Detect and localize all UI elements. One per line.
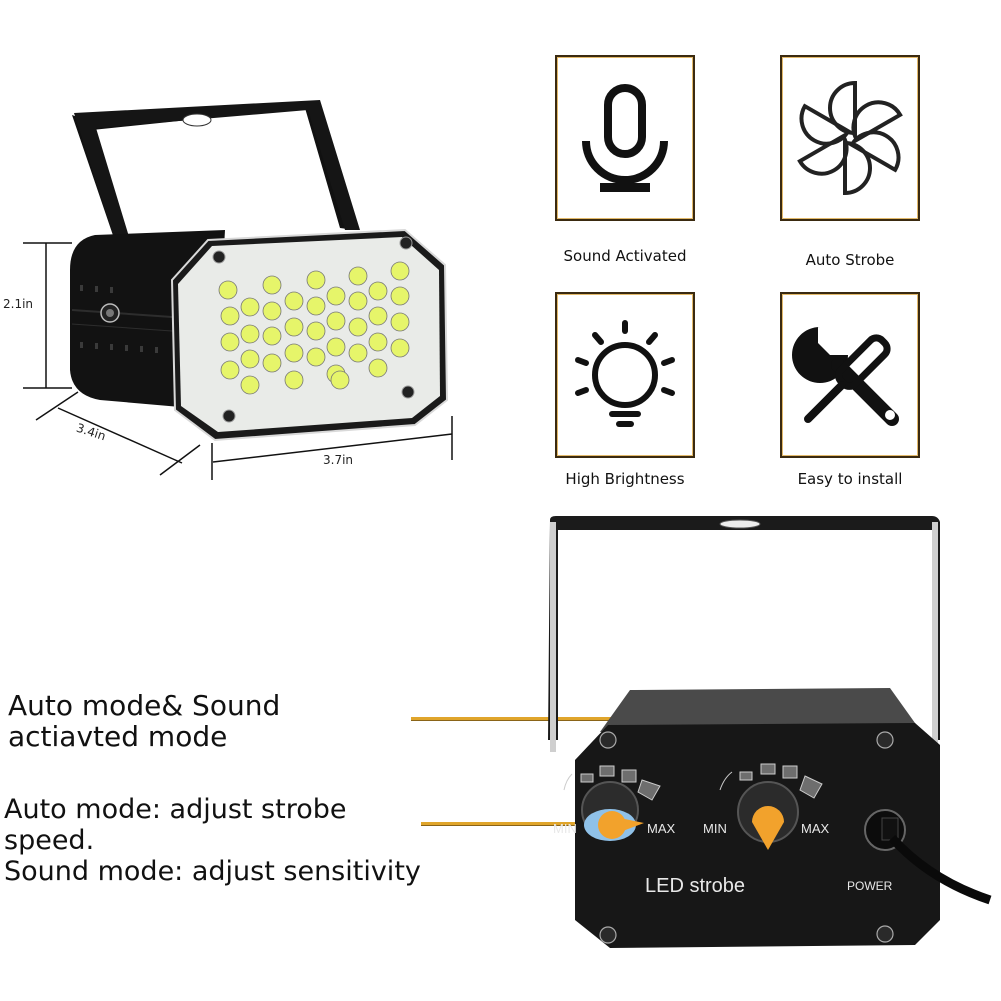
brand-label: LED strobe	[645, 875, 746, 897]
mode-knob-annotation: Auto mode& Sound actiavted mode	[8, 690, 280, 752]
feature-easy-install: Easy to install	[780, 292, 920, 488]
left-knob-max-label: MAX	[647, 821, 676, 836]
feature-label: Sound Activated	[563, 247, 687, 265]
left-knob-min-label: MIN	[553, 821, 577, 836]
right-knob-max-label: MAX	[801, 821, 830, 836]
dimension-lines	[23, 242, 453, 480]
feature-label: Easy to install	[797, 470, 903, 488]
feature-label: Auto Strobe	[805, 251, 895, 269]
annotation-line: speed.	[4, 825, 95, 856]
feature-high-brightness: High Brightness	[555, 292, 695, 488]
product-dimension-diagram: 2.1in 3.4in 3.7in	[0, 80, 480, 480]
feature-icon-frame	[555, 55, 695, 221]
mode-knob-leader-line	[411, 717, 768, 720]
annotation-line: actiavted mode	[8, 720, 228, 753]
feature-icon-frame	[555, 292, 695, 458]
height-dimension-label: 2.1in	[3, 297, 34, 311]
strobe-pinwheel-icon	[797, 80, 903, 196]
feature-label: High Brightness	[565, 470, 685, 488]
feature-sound-activated: Sound Activated	[555, 55, 695, 265]
light-bulb-icon	[575, 320, 675, 427]
microphone-icon	[582, 84, 668, 192]
speed-knob-leader-line	[421, 822, 611, 825]
power-label: POWER	[847, 879, 893, 893]
led-array	[218, 261, 410, 395]
strobe-rear-panel	[548, 516, 992, 948]
feature-auto-strobe: Auto Strobe	[780, 55, 920, 269]
speed-knob-annotation: Auto mode: adjust strobe speed. Sound mo…	[4, 794, 421, 887]
right-knob-min-label: MIN	[703, 821, 727, 836]
width-dimension-label: 3.7in	[323, 453, 354, 467]
feature-icon-frame	[780, 292, 920, 458]
feature-icon-frame	[780, 55, 920, 221]
strobe-light-illustration	[23, 100, 453, 480]
annotation-line: Auto mode& Sound	[8, 689, 281, 722]
annotation-line: Sound mode: adjust sensitivity	[4, 856, 421, 887]
annotation-line: Auto mode: adjust strobe	[4, 794, 347, 825]
control-panel-illustration: MIN MAX MIN MAX LED strobe POWER	[520, 500, 1000, 960]
wrench-screwdriver-icon	[792, 327, 899, 426]
